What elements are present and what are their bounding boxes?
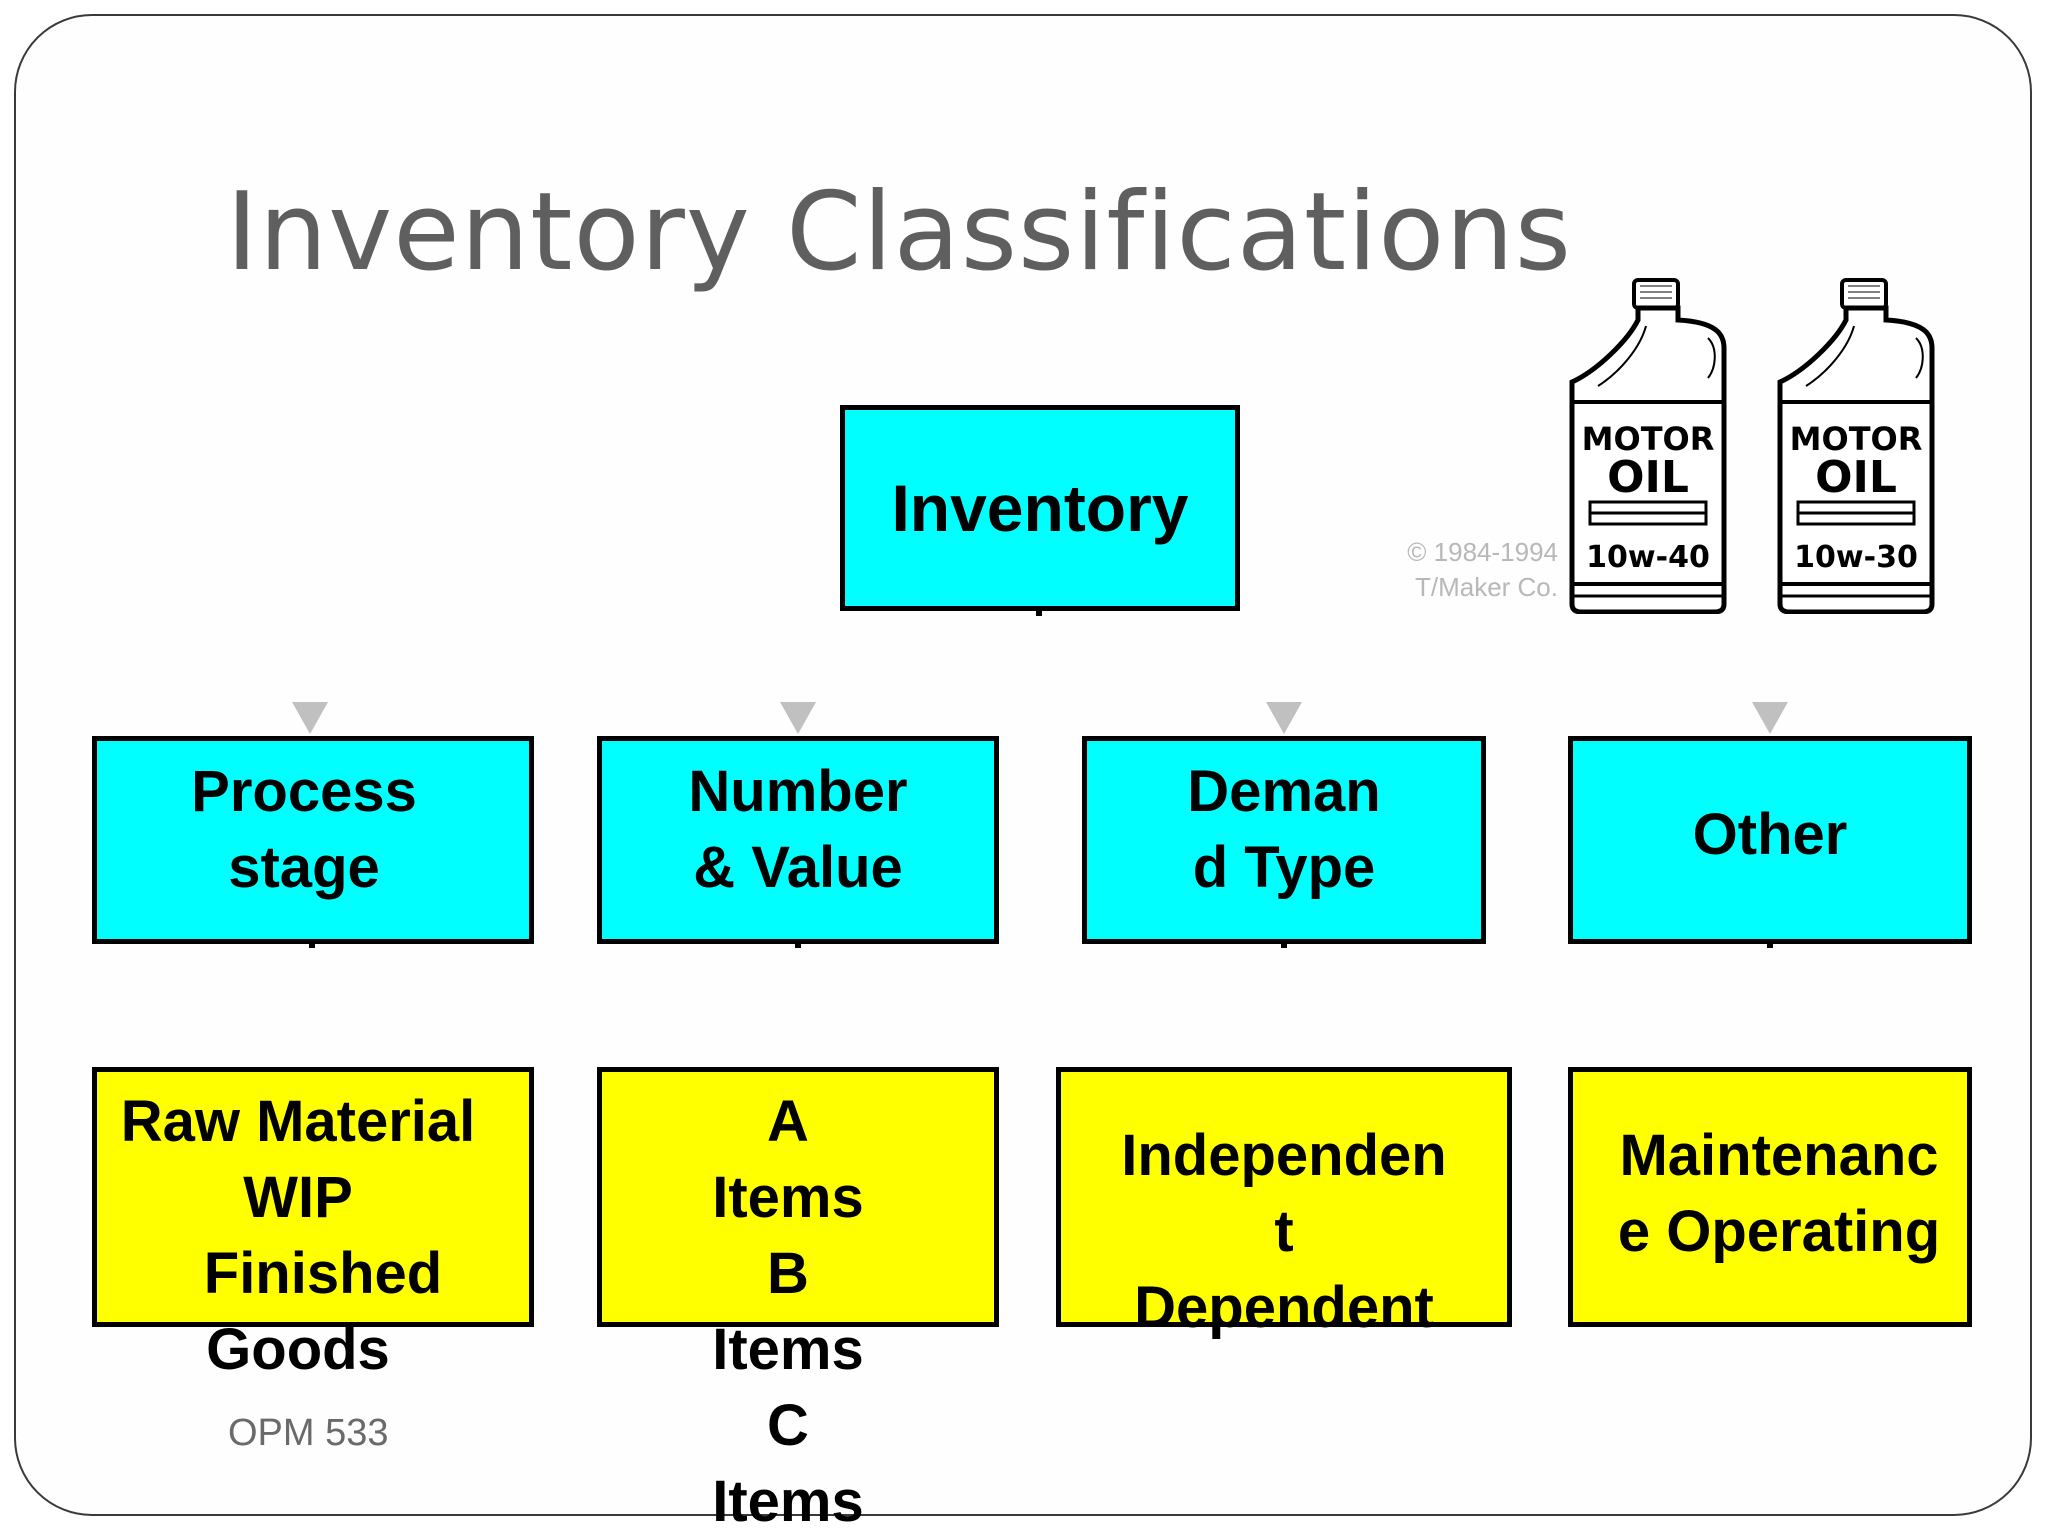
detail-line: Raw Material: [120, 1089, 476, 1154]
detail-box-number-value: A Items B Items C Items: [597, 1067, 999, 1534]
detail-line: Items: [712, 1317, 864, 1382]
detail-line: C: [767, 1393, 809, 1458]
root-box: Inventory: [840, 405, 1240, 611]
detail-line: e Operating: [1617, 1199, 1941, 1264]
root-connector-tick: [1036, 608, 1042, 616]
bottle-grade: 10w-30: [1794, 540, 1918, 575]
detail-line: Dependent: [1134, 1275, 1434, 1340]
category-label-line: Process: [191, 759, 417, 824]
arrow-to-other: [1752, 702, 1788, 734]
detail-line: A: [767, 1089, 809, 1154]
bottle-product: OIL: [1815, 452, 1897, 503]
detail-line: B: [767, 1241, 809, 1306]
category-label-line: Deman: [1187, 759, 1381, 824]
detail-box-other: Maintenanc e Operating: [1568, 1067, 1972, 1327]
category-box-number-value: Number & Value: [597, 736, 999, 944]
arrow-to-number-value: [780, 702, 816, 734]
detail-line: t: [1274, 1199, 1294, 1264]
category-label-line: Number: [688, 759, 908, 824]
detail-line: WIP: [243, 1165, 353, 1230]
bottle-grade: 10w-40: [1586, 540, 1710, 575]
arrow-to-process-stage: [292, 702, 328, 734]
connector-tick: [1281, 940, 1287, 948]
motor-oil-bottle-icon: MOTOR OIL 10w-40: [1568, 278, 1728, 615]
slide-footer: OPM 533: [228, 1412, 389, 1454]
detail-line: Items: [712, 1165, 864, 1230]
connector-tick: [795, 940, 801, 948]
bottle-outline-icon: [1777, 278, 1935, 615]
bottle-brand: MOTOR: [1581, 420, 1715, 458]
slide-title: Inventory Classifications: [226, 170, 1573, 295]
category-label-line: Other: [1692, 802, 1848, 867]
motor-oil-bottle-icon: MOTOR OIL 10w-30: [1776, 278, 1936, 615]
category-label-line: & Value: [693, 835, 903, 900]
category-label-line: d Type: [1192, 835, 1376, 900]
copyright-line: T/Maker Co.: [1414, 572, 1558, 602]
root-label: Inventory: [891, 471, 1189, 545]
detail-line: Independen: [1121, 1123, 1447, 1188]
detail-line: Goods: [206, 1317, 390, 1382]
bottle-outline-icon: [1569, 278, 1727, 615]
detail-line: Items: [712, 1469, 864, 1534]
connector-tick: [1767, 940, 1773, 948]
bottle-product: OIL: [1607, 452, 1689, 503]
detail-box-process-stage: Raw Material WIP Finished Goods: [92, 1067, 534, 1382]
detail-line: Maintenanc: [1619, 1123, 1939, 1188]
category-label-line: stage: [228, 835, 380, 900]
connector-tick: [309, 940, 315, 948]
detail-line: Finished: [203, 1241, 443, 1306]
arrow-to-demand-type: [1266, 702, 1302, 734]
bottle-brand: MOTOR: [1789, 420, 1923, 458]
detail-box-demand-type: Independen t Dependent: [1056, 1067, 1512, 1340]
copyright-line: © 1984-1994: [1407, 537, 1558, 567]
category-box-other: Other: [1568, 736, 1972, 944]
category-box-demand-type: Deman d Type: [1082, 736, 1486, 944]
clipart-copyright: © 1984-1994 T/Maker Co.: [1388, 535, 1558, 605]
category-box-process-stage: Process stage: [92, 736, 534, 944]
